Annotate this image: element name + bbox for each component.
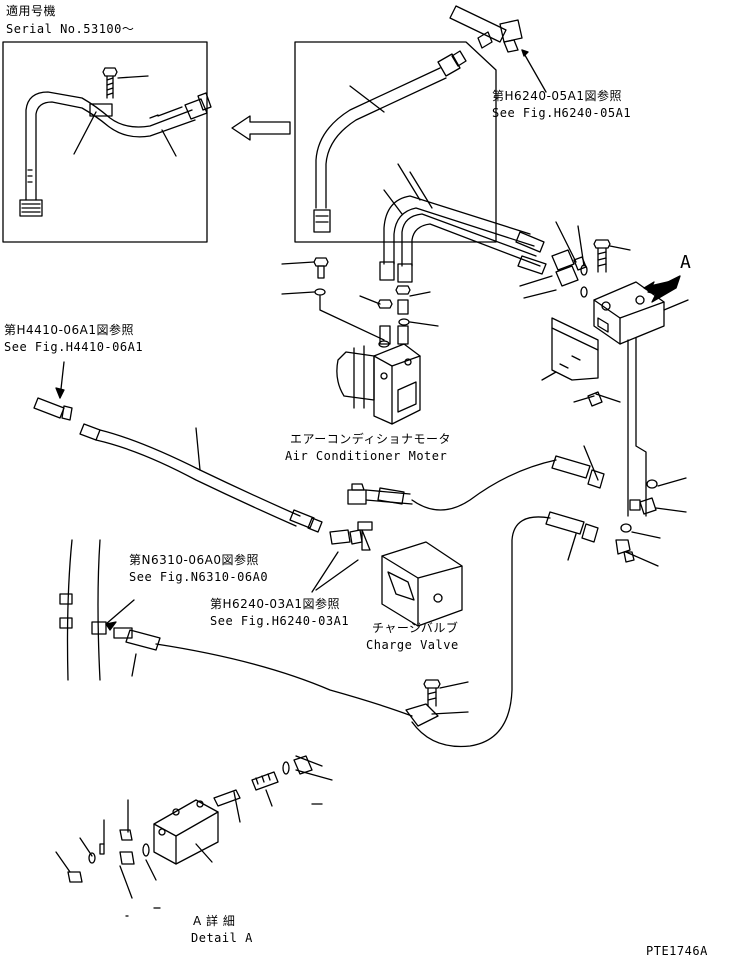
view-arrow-icon <box>647 275 681 303</box>
reference-4410-jp: 第H4410-06A1図参照 <box>4 323 135 337</box>
reference-6310-jp: 第N6310-06A0図参照 <box>129 553 259 567</box>
valve-a-block <box>541 275 689 407</box>
inset-original <box>294 41 497 243</box>
fittings-valve-a <box>519 221 631 299</box>
detail-a-label-en: Detail A <box>191 931 253 945</box>
hose-long-left <box>33 361 323 533</box>
arrow-left-icon <box>231 115 291 141</box>
reference-6240-03-jp: 第H6240-03A1図参照 <box>210 597 341 611</box>
applicable-serial-label-jp: 適用号機 <box>6 4 57 18</box>
detail-a-label-jp: A 詳 細 <box>193 914 236 928</box>
clamp-lower <box>405 679 469 727</box>
reference-6310-en: See Fig.N6310-06A0 <box>129 570 269 584</box>
view-a-label: A <box>680 252 692 273</box>
drawing-id: PTE1746A <box>646 944 708 958</box>
tee-fitting-top <box>449 5 547 93</box>
charge-valve-label-en: Charge Valve <box>366 638 459 652</box>
hose-bundle <box>379 163 547 283</box>
reference-6240-05-en: See Fig.H6240-05A1 <box>492 106 632 120</box>
charge-valve-label-jp: チャージバルブ <box>372 621 459 635</box>
motor-label-jp: エアーコンディショナモータ <box>290 432 451 446</box>
inset-serial-variant <box>2 41 212 243</box>
detail-a-drawing <box>55 755 333 917</box>
frame-left <box>59 539 413 717</box>
pipe-right-vertical <box>615 337 687 567</box>
charge-valve <box>311 445 605 748</box>
reference-4410-en: See Fig.H4410-06A1 <box>4 340 144 354</box>
motor-label-en: Air Conditioner Moter <box>285 449 448 463</box>
air-conditioner-motor <box>281 257 439 425</box>
reference-6240-03-en: See Fig.H6240-03A1 <box>210 614 350 628</box>
reference-6240-05-jp: 第H6240-05A1図参照 <box>492 89 623 103</box>
serial-number-label: Serial No.53100～ <box>6 22 135 36</box>
